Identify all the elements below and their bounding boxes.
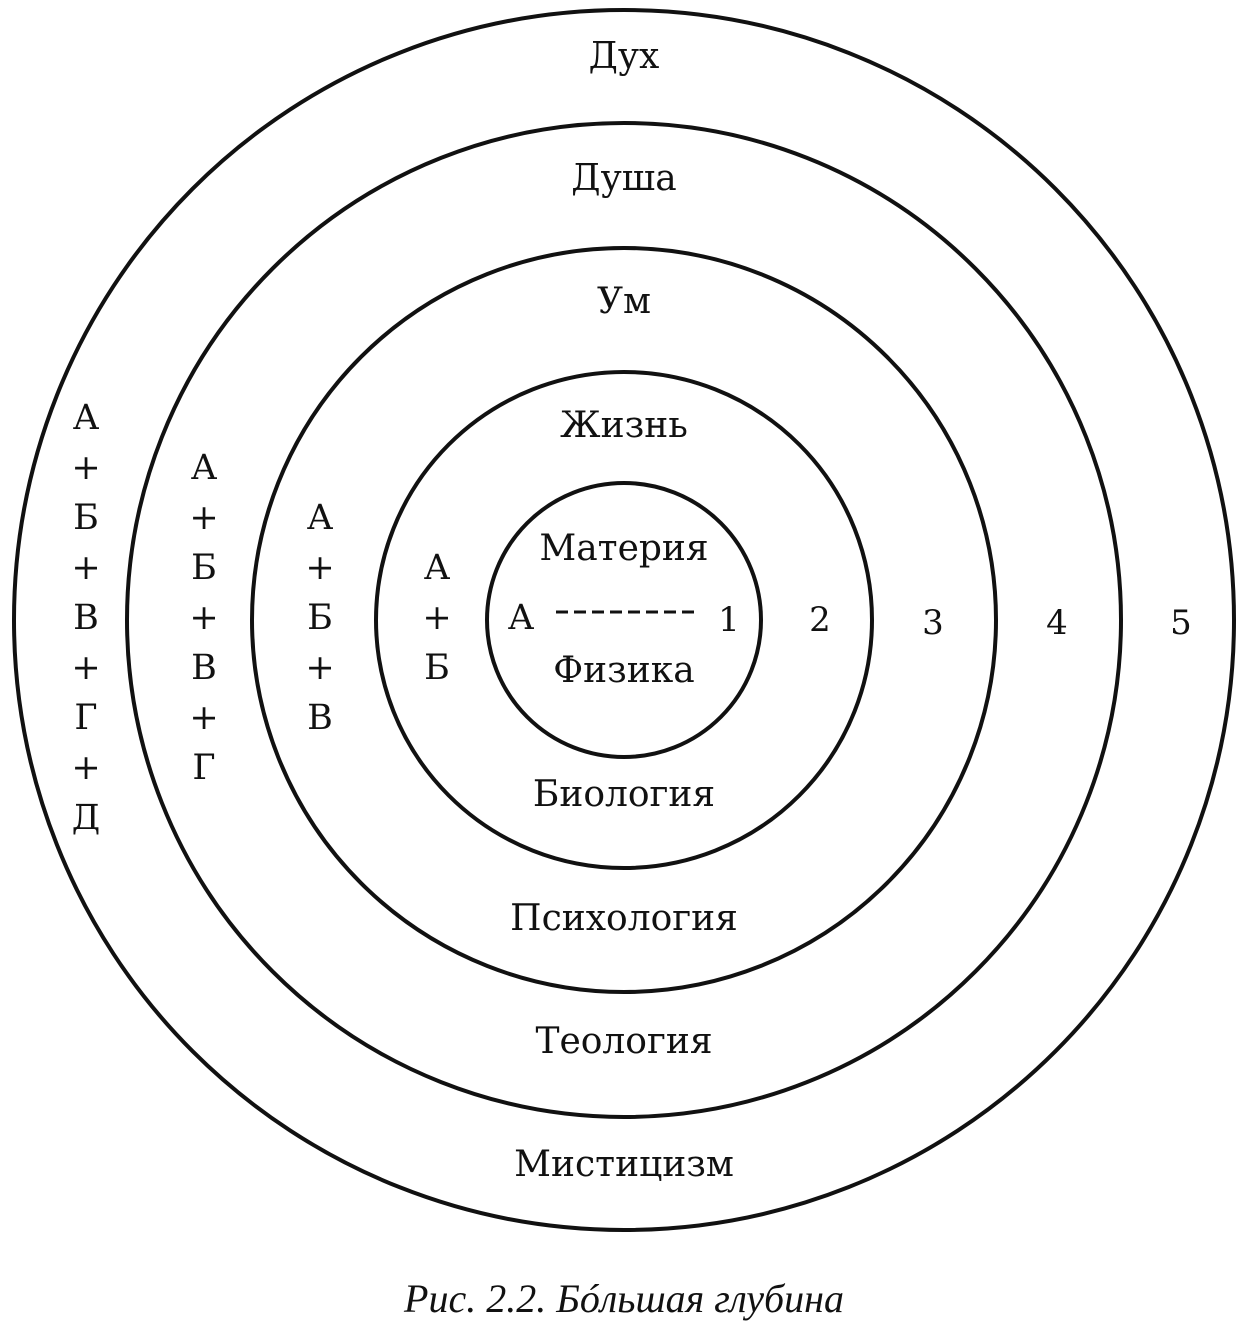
ring-5-letter: Б [73, 498, 99, 538]
ring-1-letters: А [508, 598, 535, 638]
ring-3-letters: А + Б + В [305, 498, 334, 738]
ring-3-letter: + [305, 548, 334, 588]
ring-2-letter: Б [424, 648, 450, 688]
ring-3-top-label: Ум [597, 281, 651, 322]
ring-4-number: 4 [1046, 603, 1068, 643]
figure-caption: Рис. 2.2. Бóльшая глубина [403, 1276, 844, 1321]
ring-4-letter: + [189, 598, 218, 638]
ring-3-letter: Б [307, 598, 333, 638]
ring-5-letter: + [71, 748, 100, 788]
ring-1-top-label: Материя [539, 528, 708, 569]
ring-5-bottom-label: Мистицизм [514, 1144, 734, 1185]
ring-4-letter: Г [192, 748, 215, 788]
ring-2-circle [374, 370, 874, 870]
ring-4-letter: + [189, 698, 218, 738]
ring-4-letter: А [191, 448, 218, 488]
ring-1-letter: А [508, 598, 535, 638]
ring-1-bottom-label: Физика [553, 650, 694, 691]
ring-3-number: 3 [922, 603, 944, 643]
ring-4-top-label: Душа [571, 158, 676, 199]
ring-4-letters: А + Б + В + Г [189, 448, 218, 788]
ring-3-circle [250, 246, 998, 994]
ring-1-number: 1 [718, 600, 740, 640]
ring-5-letter: Д [72, 798, 100, 838]
ring-5-letter: В [73, 598, 99, 638]
ring-5-letter: + [71, 648, 100, 688]
ring-2-number: 2 [809, 600, 831, 640]
ring-2-letters: А + Б [422, 548, 451, 688]
ring-3-letter: А [307, 498, 334, 538]
ring-5-letter: + [71, 548, 100, 588]
ring-2-top-label: Жизнь [560, 405, 688, 446]
ring-5-letter: А [73, 398, 100, 438]
ring-4-letter: В [191, 648, 217, 688]
ring-4-letter: + [189, 498, 218, 538]
ring-5-letter: + [71, 448, 100, 488]
ring-5-letter: Г [74, 698, 97, 738]
ring-5-letters: А + Б + В + Г + Д [71, 398, 100, 838]
ring-5-circle [12, 8, 1236, 1232]
ring-4-letter: Б [191, 548, 217, 588]
ring-3-letter: В [307, 698, 333, 738]
ring-1-circle [485, 481, 763, 759]
ring-2-letter: + [422, 598, 451, 638]
ring-5-number: 5 [1170, 603, 1192, 643]
ring-2-bottom-label: Биология [533, 774, 715, 815]
ring-4-circle [125, 121, 1123, 1119]
ring-4-bottom-label: Теология [535, 1021, 712, 1062]
ring-3-bottom-label: Психология [510, 898, 738, 939]
ring-5-top-label: Дух [589, 36, 660, 77]
ring-3-letter: + [305, 648, 334, 688]
ring-2-letter: А [424, 548, 451, 588]
